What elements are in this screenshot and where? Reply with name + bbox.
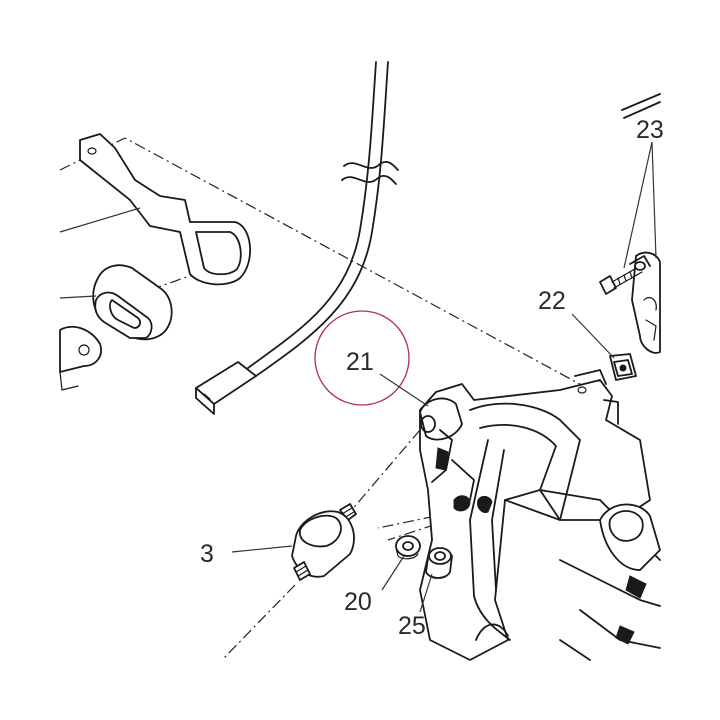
- leader-grommet: [59, 295, 97, 299]
- leader-3: [231, 545, 293, 553]
- partial-housing-right: [621, 93, 661, 354]
- assembly-axis-line-washer-a: [377, 511, 456, 529]
- leader-22: [571, 313, 615, 359]
- rubber-mount-part-3: [291, 503, 357, 581]
- callout-20: 20: [344, 588, 372, 616]
- leader-23b: [651, 141, 657, 259]
- callout-3: 3: [200, 540, 214, 568]
- rubber-grommet: [92, 264, 173, 341]
- leader-21: [379, 373, 429, 407]
- spacer-part-25: [425, 547, 453, 579]
- callout-23: 23: [636, 116, 664, 144]
- callout-21: 21: [346, 348, 374, 376]
- leader-bracket: [59, 207, 141, 233]
- leader-23a: [623, 141, 653, 269]
- sensor-cable: [195, 61, 399, 415]
- pedal-box-frame: [419, 369, 661, 661]
- callout-22: 22: [538, 287, 566, 315]
- assembly-axis-line-stud: [349, 429, 421, 513]
- clip-nut-part-22: [609, 353, 637, 381]
- assembly-axis-line-lower: [221, 584, 296, 661]
- screw-part-23: [599, 261, 646, 295]
- leader-25: [419, 573, 433, 613]
- assembly-axis-line-top: [59, 137, 601, 396]
- highlight-circle-21: [314, 310, 410, 406]
- callout-25: 25: [398, 612, 426, 640]
- washer-part-20: [395, 535, 421, 560]
- leader-20: [381, 555, 405, 591]
- assembly-axis-line-washer-b: [387, 517, 456, 541]
- mounting-bracket: [79, 133, 251, 286]
- partial-housing-left: [59, 325, 102, 391]
